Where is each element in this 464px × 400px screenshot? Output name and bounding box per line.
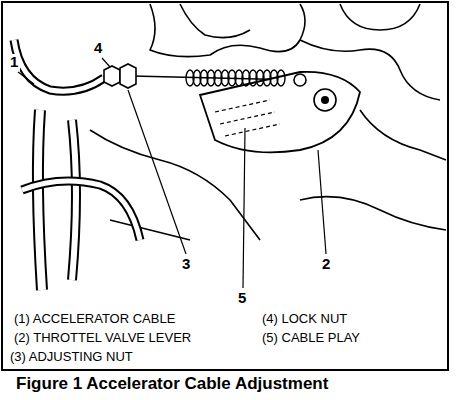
- callout-number: 2: [320, 256, 332, 273]
- lock-nut: [104, 66, 120, 86]
- legend-entry: (3) ADJUSTING NUT: [10, 350, 133, 364]
- legend-entry: (4) LOCK NUT: [262, 312, 347, 326]
- callout-number: 5: [236, 290, 248, 307]
- legend-entry: (5) CABLE PLAY: [262, 331, 360, 345]
- figure-frame: [2, 2, 448, 370]
- throttle-valve-lever: [200, 72, 360, 153]
- legend-entry: (1) ACCELERATOR CABLE: [14, 312, 175, 326]
- accelerator-cable: [14, 40, 300, 91]
- cable-end: [294, 74, 306, 86]
- return-spring: [186, 70, 285, 86]
- lever-pivot-center: [321, 96, 329, 104]
- lever-pivot: [314, 89, 336, 111]
- legend-entry: (2) THROTTEL VALVE LEVER: [14, 331, 191, 345]
- figure-caption: Figure 1 Accelerator Cable Adjustment: [16, 375, 328, 394]
- callout-number: 4: [92, 40, 104, 57]
- callout-number: 3: [180, 256, 192, 273]
- nuts: [104, 64, 136, 88]
- callout-number: 1: [8, 54, 20, 71]
- leader-lines: [18, 58, 326, 288]
- hoses: [22, 110, 140, 290]
- engine-body: [90, 4, 446, 240]
- cable-play-marks: [215, 100, 280, 136]
- adjusting-nut: [120, 64, 136, 88]
